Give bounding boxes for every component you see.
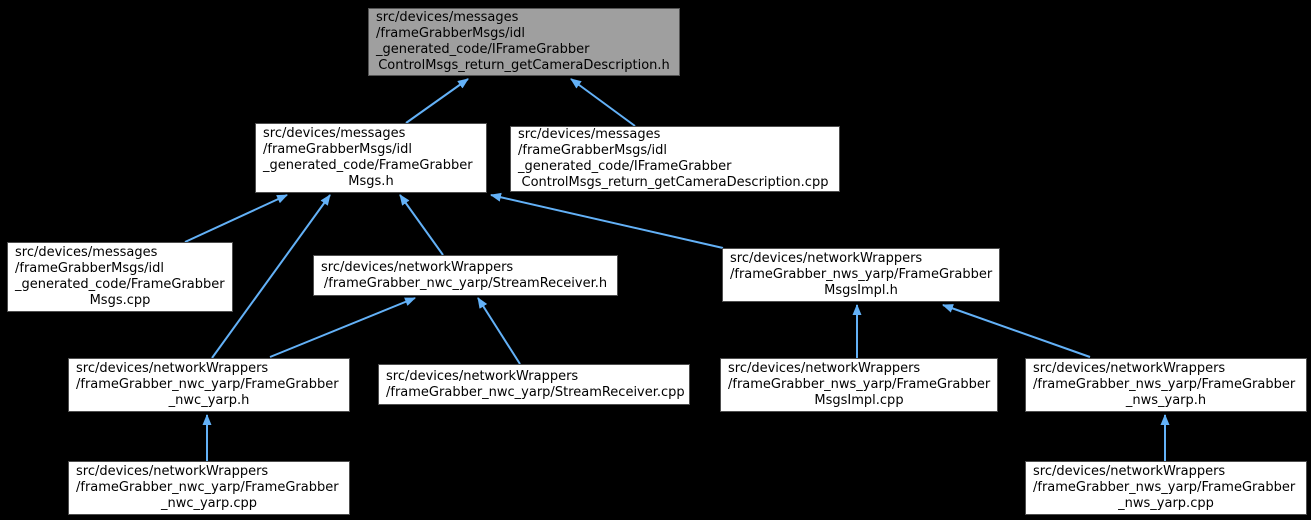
node-path-text: src/devices/messages /frameGrabberMsgs/i…: [518, 127, 732, 174]
node-FrameGrabber_nws_yarp-h[interactable]: src/devices/networkWrappers /frameGrabbe…: [1025, 358, 1307, 412]
edge-streamreceiver_cpp-to-streamreceiver_h: [477, 297, 521, 365]
node-FrameGrabberMsgsImpl-h[interactable]: src/devices/networkWrappers /frameGrabbe…: [722, 248, 1000, 302]
node-path-text: src/devices/networkWrappers: [386, 368, 579, 384]
node-path-text: _nws_yarp.h: [1125, 393, 1207, 408]
node-path-text: Msgs.h: [348, 174, 394, 189]
edge-fgmsgs_h-to-top_h: [405, 78, 469, 124]
node-path-text: ControlMsgs_return_getCameraDescription.…: [521, 175, 829, 190]
node-path-text: src/devices/messages /frameGrabberMsgs/i…: [263, 126, 473, 173]
node-path-text: MsgsImpl.h: [824, 283, 898, 298]
node-path-text: src/devices/networkWrappers: [321, 259, 514, 275]
edge-fgmsgs_cpp-to-fgmsgs_h: [184, 194, 288, 243]
node-path-text: src/devices/networkWrappers /frameGrabbe…: [76, 464, 339, 495]
node-FrameGrabberMsgsImpl-cpp[interactable]: src/devices/networkWrappers /frameGrabbe…: [720, 358, 998, 412]
edge-fgmsgsimpl_h-to-fgmsgs_h: [490, 192, 724, 249]
node-path-text: MsgsImpl.cpp: [814, 393, 904, 408]
node-path-text: /frameGrabber_nwc_yarp/StreamReceiver.cp…: [386, 384, 685, 400]
node-path-text: _nws_yarp.cpp: [1118, 496, 1214, 511]
edge-nwc_yarp_h-to-streamreceiver_h: [269, 297, 416, 358]
node-path-text: Msgs.cpp: [89, 293, 151, 308]
node-StreamReceiver-cpp[interactable]: src/devices/networkWrappers /frameGrabbe…: [378, 364, 690, 405]
edge-streamreceiver_h-to-fgmsgs_h: [399, 194, 444, 256]
node-FrameGrabber_nws_yarp-cpp[interactable]: src/devices/networkWrappers /frameGrabbe…: [1025, 461, 1307, 515]
node-path-text: _nwc_yarp.h: [168, 393, 250, 408]
node-path-text: src/devices/networkWrappers /frameGrabbe…: [1033, 361, 1296, 392]
node-StreamReceiver-h[interactable]: src/devices/networkWrappers /frameGrabbe…: [313, 255, 618, 296]
node-FrameGrabber_nwc_yarp-cpp[interactable]: src/devices/networkWrappers /frameGrabbe…: [68, 461, 350, 515]
node-path-text: ControlMsgs_return_getCameraDescription.…: [378, 58, 670, 73]
node-path-text: src/devices/networkWrappers /frameGrabbe…: [728, 361, 991, 392]
node-FrameGrabberMsgs-cpp[interactable]: src/devices/messages /frameGrabberMsgs/i…: [7, 242, 233, 312]
node-current-IFrameGrabberControlMsgs_return_getCameraDescription-h: src/devices/messages /frameGrabberMsgs/i…: [368, 8, 680, 76]
edge-nwc_yarp_h-to-fgmsgs_h: [211, 194, 331, 359]
node-path-text: /frameGrabber_nwc_yarp/StreamReceiver.h: [323, 275, 608, 291]
edge-ifgcm_cpp-to-top_h: [570, 78, 636, 127]
node-path-text: _nwc_yarp.cpp: [160, 496, 258, 511]
node-FrameGrabberMsgs-h[interactable]: src/devices/messages /frameGrabberMsgs/i…: [255, 123, 487, 193]
node-path-text: src/devices/messages /frameGrabberMsgs/i…: [376, 10, 590, 57]
node-path-text: src/devices/networkWrappers /frameGrabbe…: [730, 251, 993, 282]
node-path-text: src/devices/networkWrappers /frameGrabbe…: [1033, 464, 1296, 495]
node-FrameGrabber_nwc_yarp-h[interactable]: src/devices/networkWrappers /frameGrabbe…: [68, 358, 350, 412]
node-IFrameGrabberControlMsgs_return_getCameraDescription-cpp[interactable]: src/devices/messages /frameGrabberMsgs/i…: [510, 126, 840, 192]
node-path-text: src/devices/messages /frameGrabberMsgs/i…: [15, 245, 225, 292]
edge-nws_yarp_h-to-fgmsgsimpl_h: [942, 304, 1091, 358]
node-path-text: src/devices/networkWrappers /frameGrabbe…: [76, 361, 339, 392]
